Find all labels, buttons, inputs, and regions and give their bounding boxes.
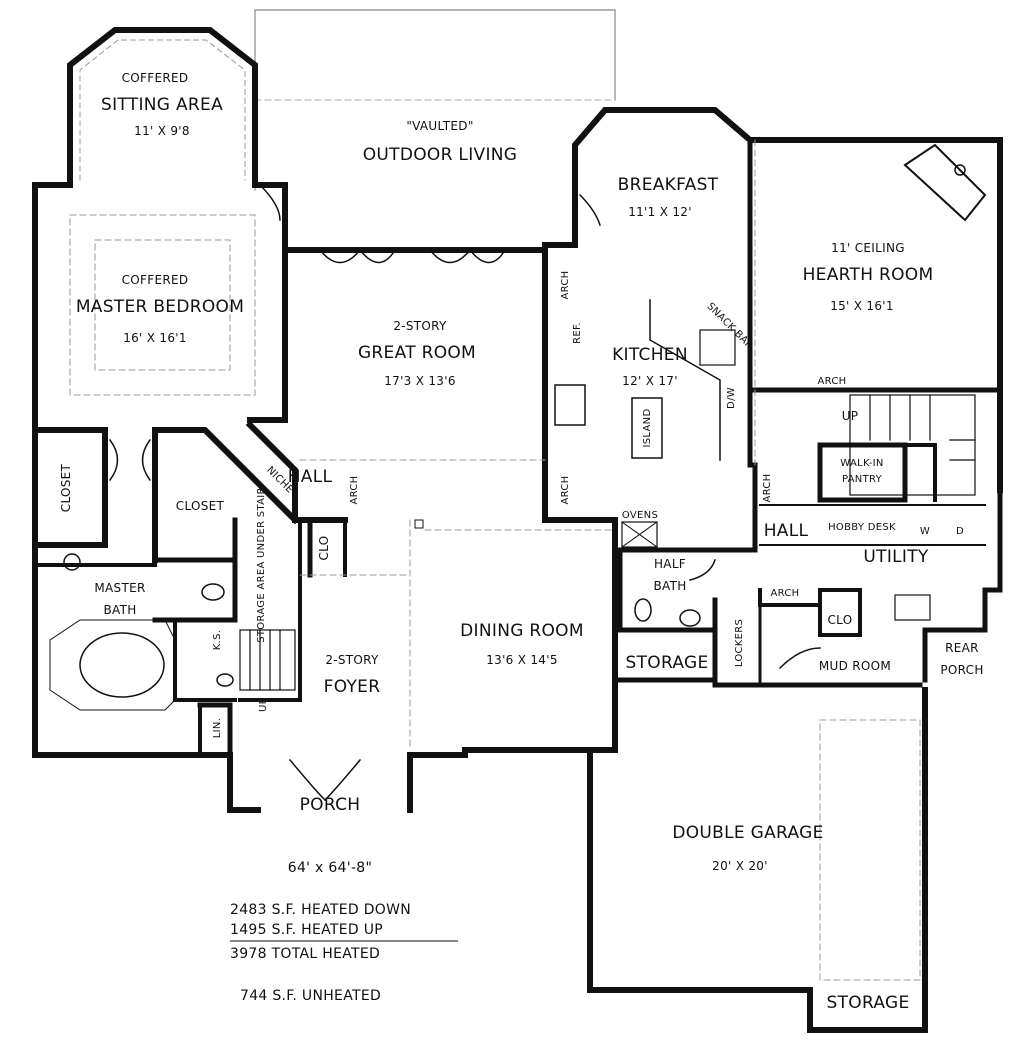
- bathtub-icon: [79, 632, 165, 698]
- breakfast-dims: 11'1 X 12': [628, 205, 692, 219]
- great-room-label-2: GREAT ROOM: [358, 343, 476, 363]
- arch-label-hearth: ARCH: [818, 376, 847, 387]
- heated-down-stat: 2483 S.F. HEATED DOWN: [230, 902, 411, 918]
- lin-label: LIN.: [212, 718, 223, 738]
- exterior-wall-north: [252, 182, 578, 253]
- dining-room-dims: 13'6 X 14'5: [486, 653, 558, 667]
- foyer-label-2: FOYER: [324, 677, 381, 697]
- porch-label: PORCH: [300, 795, 361, 815]
- master-bedroom-label-2: MASTER BEDROOM: [76, 297, 244, 317]
- sitting-area-dims: 11' X 9'8: [134, 124, 190, 138]
- snack-bar-label: SNACK BAR: [704, 301, 755, 352]
- exterior-wall-west: [32, 182, 261, 813]
- foyer-label-1: 2-STORY: [325, 653, 379, 667]
- island-label: ISLAND: [642, 409, 653, 448]
- great-room-west-wall: [247, 247, 288, 423]
- sitting-area-label-2: SITTING AREA: [101, 95, 223, 115]
- kitchen-dims: 12' X 17': [622, 374, 678, 388]
- great-room-label-1: 2-STORY: [393, 319, 447, 333]
- fireplace-icon: [903, 143, 987, 222]
- half-bath-label-1: HALF: [654, 557, 686, 571]
- outdoor-living-label-1: "VAULTED": [406, 119, 473, 133]
- breakfast-bay-wall: [572, 107, 1003, 493]
- walkin-pantry-label-2: PANTRY: [842, 474, 883, 485]
- utility-label: UTILITY: [863, 547, 929, 567]
- washer-label: W: [920, 526, 930, 537]
- overall-dimensions: 64' x 64'-8": [288, 860, 373, 876]
- breakfast-label: BREAKFAST: [618, 175, 719, 195]
- closet-left-label: CLOSET: [59, 463, 73, 512]
- clo-mud-label: CLO: [828, 613, 853, 627]
- closet-main-label: CLOSET: [176, 499, 225, 513]
- master-bath-label-1: MASTER: [94, 581, 145, 595]
- storage-under-stair-label: STORAGE AREA UNDER STAIR: [256, 487, 267, 642]
- exterior-wall-front: [407, 687, 928, 1033]
- walkin-pantry-label-1: WALK-IN: [840, 458, 883, 469]
- dining-room-label: DINING ROOM: [460, 621, 584, 641]
- outdoor-living-label-2: OUTDOOR LIVING: [363, 145, 518, 165]
- hearth-room-dims: 15' X 16'1: [830, 299, 894, 313]
- sitting-area-label-1: COFFERED: [122, 71, 189, 85]
- hearth-room-label-1: 11' CEILING: [831, 241, 905, 255]
- half-bath-label-2: BATH: [653, 579, 686, 593]
- arch-label-hall: ARCH: [349, 476, 360, 505]
- lockers-label: LOCKERS: [734, 619, 745, 667]
- double-garage-label: DOUBLE GARAGE: [672, 823, 823, 843]
- unheated-stat: 744 S.F. UNHEATED: [240, 988, 381, 1004]
- arch-label-mud: ARCH: [771, 588, 800, 599]
- hobby-desk-label: HOBBY DESK: [828, 522, 896, 533]
- ovens-label: OVENS: [622, 510, 658, 521]
- hall-right-label: HALL: [764, 521, 809, 541]
- up-label-main: UP: [842, 409, 859, 423]
- arch-label-kitchen-top: ARCH: [560, 271, 571, 300]
- ks-label: K.S.: [212, 630, 223, 650]
- storage-mid-label: STORAGE: [625, 653, 708, 673]
- arch-label-hall-right: ARCH: [762, 474, 773, 503]
- master-bath-label-2: BATH: [103, 603, 136, 617]
- mud-room-label: MUD ROOM: [819, 659, 891, 673]
- rear-porch-label-1: REAR: [945, 641, 979, 655]
- master-bedroom-label-1: COFFERED: [122, 273, 189, 287]
- dryer-label: D: [956, 526, 964, 537]
- great-room-dims: 17'3 X 13'6: [384, 374, 456, 388]
- arch-label-kitchen-bottom: ARCH: [560, 476, 571, 505]
- hall-left-label: HALL: [288, 467, 333, 487]
- up-label-foyer: UP: [258, 698, 269, 712]
- sitting-area-bay-wall: [67, 27, 258, 188]
- master-bedroom-dims: 16' X 16'1: [123, 331, 187, 345]
- exterior-wall-east: [922, 487, 1003, 683]
- ref-label: REF.: [572, 322, 583, 344]
- rear-porch-label-2: PORCH: [940, 663, 983, 677]
- heated-up-stat: 1495 S.F. HEATED UP: [230, 922, 383, 938]
- kitchen-label: KITCHEN: [612, 345, 688, 365]
- hearth-room-label-2: HEARTH ROOM: [803, 265, 934, 285]
- storage-garage-label: STORAGE: [826, 993, 909, 1013]
- total-heated-stat: 3978 TOTAL HEATED: [230, 946, 380, 962]
- clo-foyer-label: CLO: [317, 536, 331, 561]
- double-garage-dims: 20' X 20': [712, 859, 768, 873]
- dw-label: D/W: [726, 387, 737, 409]
